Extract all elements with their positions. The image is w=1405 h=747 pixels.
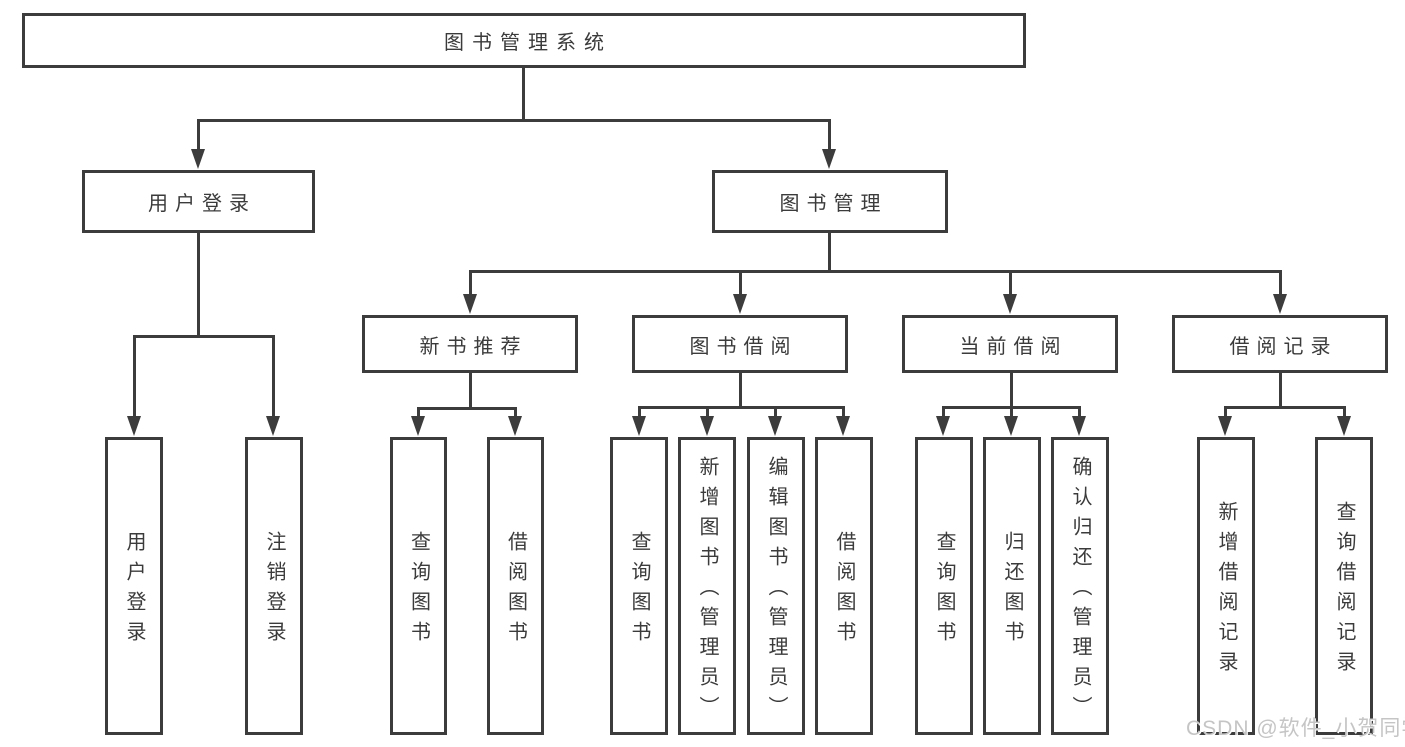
node-label: 用户登录: [123, 531, 145, 651]
arrow-down-icon: [768, 416, 782, 436]
arrow-down-icon: [463, 294, 477, 314]
arrow-down-icon: [632, 416, 646, 436]
node-book-borrowing: 图书借阅: [632, 315, 848, 373]
arrow-stem-line: [1077, 407, 1081, 418]
leaf-confirm-return-admin: 确认归还（管理员）: [1051, 437, 1109, 735]
node-label: 用户登录: [148, 193, 256, 215]
arrow-stem-line: [1342, 407, 1346, 418]
node-label: 图书管理: [779, 193, 888, 215]
node-label: 图书管理系统: [444, 32, 612, 54]
arrow-down-icon: [411, 416, 425, 436]
node-label: 当前借阅: [959, 335, 1068, 358]
arrow-down-icon: [822, 149, 836, 169]
node-label: 借阅图书: [833, 531, 855, 651]
node-label: 确认归还（管理员）: [1069, 456, 1091, 726]
leaf-user-login: 用户登录: [105, 437, 163, 735]
node-label: 查询借阅记录: [1333, 501, 1355, 681]
arrow-down-icon: [1337, 416, 1351, 436]
node-label: 新增借阅记录: [1215, 501, 1237, 681]
node-label: 图书借阅: [689, 335, 798, 358]
node-user-login-module: 用户登录: [82, 170, 315, 233]
node-current-borrowing: 当前借阅: [902, 315, 1118, 373]
node-library-management-system: 图书管理系统: [22, 13, 1026, 68]
arrow-stem-line: [1223, 407, 1227, 418]
connector-vertical-line: [1278, 372, 1282, 409]
leaf-add-borrow-record: 新增借阅记录: [1197, 437, 1255, 735]
connector-branch-line: [196, 118, 831, 122]
arrow-stem-line: [841, 407, 845, 418]
arrow-down-icon: [1004, 416, 1018, 436]
leaf-query-books-recommend: 查询图书: [390, 437, 447, 735]
node-label: 查询图书: [933, 531, 955, 651]
arrow-stem-line: [738, 271, 742, 296]
arrow-down-icon: [1072, 416, 1086, 436]
leaf-query-borrow-record: 查询借阅记录: [1315, 437, 1373, 735]
connector-branch-line: [132, 334, 275, 338]
node-label: 注销登录: [263, 531, 285, 651]
connector-vertical-line: [468, 372, 472, 410]
arrow-stem-line: [416, 408, 420, 418]
arrow-down-icon: [1003, 294, 1017, 314]
connector-vertical-line: [1009, 372, 1013, 409]
arrow-down-icon: [127, 416, 141, 436]
arrow-stem-line: [827, 120, 831, 151]
node-label: 查询图书: [407, 531, 430, 651]
arrow-stem-line: [468, 271, 472, 296]
node-label: 借阅记录: [1229, 335, 1338, 358]
arrow-down-icon: [1273, 294, 1287, 314]
leaf-borrow-books-recommend: 借阅图书: [487, 437, 544, 735]
arrow-stem-line: [513, 408, 517, 418]
node-new-book-recommendation: 新书推荐: [362, 315, 578, 373]
connector-vertical-line: [827, 233, 831, 272]
arrow-down-icon: [1218, 416, 1232, 436]
arrow-stem-line: [1278, 271, 1282, 296]
arrow-down-icon: [936, 416, 950, 436]
arrow-stem-line: [132, 336, 136, 418]
node-label: 归还图书: [1001, 531, 1023, 651]
arrow-stem-line: [196, 120, 200, 151]
arrow-down-icon: [191, 149, 205, 169]
leaf-add-books-admin: 新增图书（管理员）: [678, 437, 736, 735]
arrow-stem-line: [271, 336, 275, 418]
leaf-borrow-books: 借阅图书: [815, 437, 873, 735]
leaf-edit-books-admin: 编辑图书（管理员）: [747, 437, 805, 735]
connector-vertical-line: [738, 372, 742, 409]
arrow-stem-line: [941, 407, 945, 418]
arrow-down-icon: [266, 416, 280, 436]
arrow-stem-line: [1009, 407, 1013, 418]
node-borrowing-records: 借阅记录: [1172, 315, 1388, 373]
connector-branch-line: [637, 405, 845, 409]
connector-branch-line: [416, 406, 517, 410]
connector-branch-line: [1223, 405, 1346, 409]
watermark: CSDN @软件_小贺同学: [1186, 717, 1405, 740]
leaf-return-books: 归还图书: [983, 437, 1041, 735]
leaf-query-books-borrow: 查询图书: [610, 437, 668, 735]
arrow-down-icon: [733, 294, 747, 314]
arrow-stem-line: [773, 407, 777, 418]
connector-vertical-line: [196, 233, 200, 337]
arrow-stem-line: [705, 407, 709, 418]
node-label: 新增图书（管理员）: [696, 456, 718, 726]
connector-branch-line: [468, 269, 1282, 273]
node-book-management-module: 图书管理: [712, 170, 948, 233]
node-label: 新书推荐: [419, 335, 528, 358]
leaf-query-books-current: 查询图书: [915, 437, 973, 735]
connector-vertical-line: [521, 68, 525, 121]
node-label: 借阅图书: [504, 531, 527, 651]
arrow-down-icon: [836, 416, 850, 436]
node-label: 编辑图书（管理员）: [765, 456, 787, 726]
arrow-stem-line: [637, 407, 641, 418]
arrow-down-icon: [508, 416, 522, 436]
arrow-stem-line: [1008, 271, 1012, 296]
node-label: 查询图书: [628, 531, 650, 651]
arrow-down-icon: [700, 416, 714, 436]
leaf-logout: 注销登录: [245, 437, 303, 735]
